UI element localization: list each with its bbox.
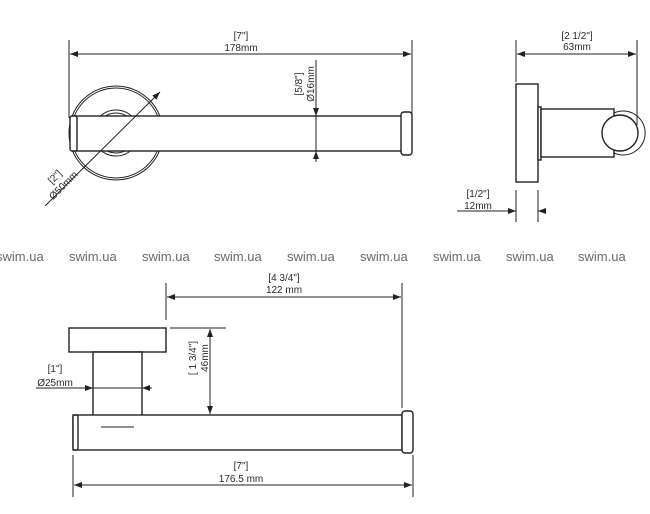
depth-inch: [2 1/2"]	[561, 31, 593, 42]
plate-thickness-mm: 12mm	[464, 201, 492, 212]
watermark: swim.ua	[0, 249, 44, 264]
watermark: swim.ua	[287, 249, 335, 264]
overall-length-mm: 176.5 mm	[219, 474, 263, 485]
front-view: [4 3/4"] 122 mm [ 1 3/4"] 46mm [1"] Ø25m…	[36, 273, 414, 497]
bar	[72, 414, 403, 451]
watermark: swim.ua	[360, 249, 408, 264]
top-view: [7"] 178mm [2"] Ø50mm [5/8"] Ø16mm	[44, 31, 413, 207]
height-mm: 46mm	[200, 344, 211, 372]
watermark: swim.ua	[578, 249, 626, 264]
depth-mm: 63mm	[563, 42, 591, 53]
plate-thickness-inch: [1/2"]	[466, 189, 489, 200]
overall-length-mm: 178mm	[224, 43, 257, 54]
end-cap	[400, 111, 413, 156]
rosette-diameter-dimension	[44, 91, 161, 207]
bar-section	[601, 114, 639, 152]
bar-diameter-inch: [5/8"]	[294, 72, 305, 95]
watermark: swim.ua	[433, 249, 481, 264]
watermark-row: swim.ua swim.ua swim.ua swim.ua swim.ua …	[0, 249, 626, 264]
end-cap	[401, 410, 414, 454]
wall-plate	[515, 83, 539, 183]
watermark: swim.ua	[506, 249, 554, 264]
bar	[73, 115, 403, 152]
bar-diameter-mm: Ø16mm	[306, 66, 317, 102]
neck-diameter-inch: [1"]	[48, 364, 63, 375]
overall-length-inch: [7"]	[234, 31, 249, 42]
side-view: [2 1/2"] 63mm [1/2"] 12mm	[457, 31, 646, 222]
watermark: swim.ua	[69, 249, 117, 264]
watermark: swim.ua	[142, 249, 190, 264]
height-inch: [ 1 3/4"]	[188, 341, 199, 375]
watermark: swim.ua	[214, 249, 262, 264]
arm-length-inch: [4 3/4"]	[268, 273, 300, 284]
overall-length-inch: [7"]	[234, 461, 249, 472]
neck-diameter-mm: Ø25mm	[37, 378, 73, 389]
arm-length-mm: 122 mm	[266, 285, 302, 296]
wall-plate	[68, 327, 167, 353]
